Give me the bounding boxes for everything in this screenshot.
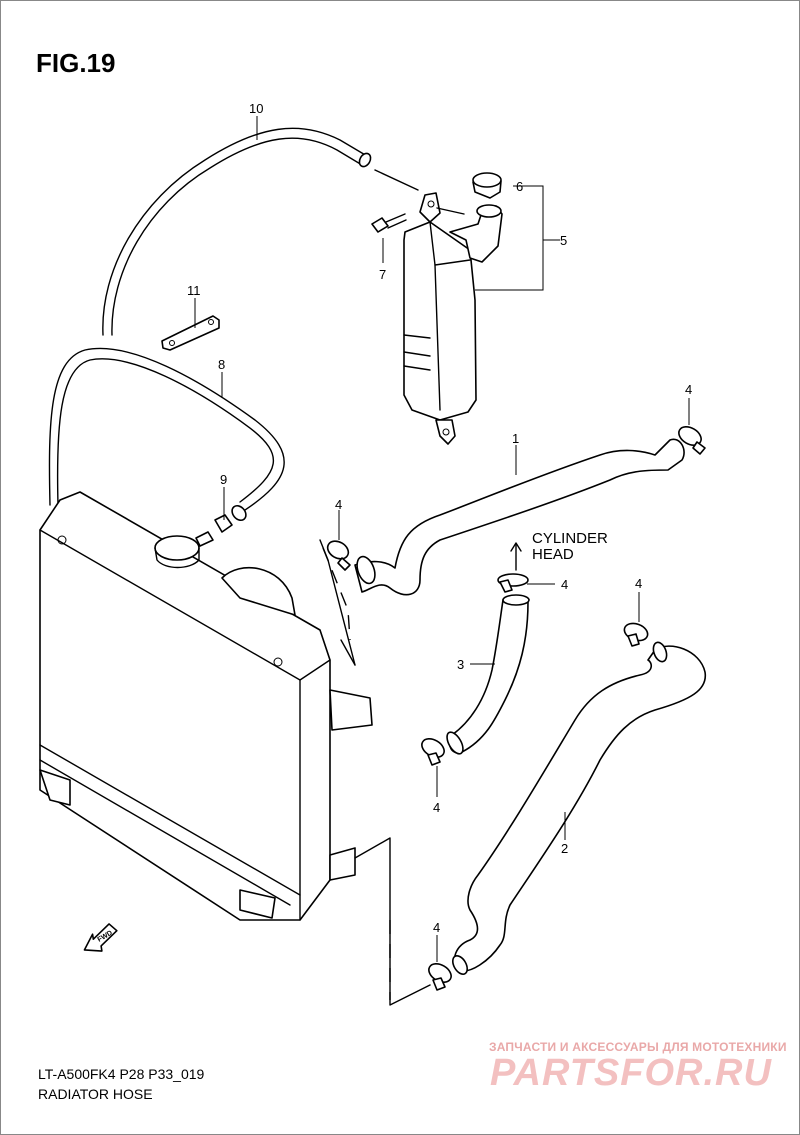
cylinder-head-label-line2: HEAD xyxy=(532,546,574,563)
figure-code: LT-A500FK4 P28 P33_019 xyxy=(38,1066,205,1082)
part-4-hose-clamp[interactable] xyxy=(676,423,706,455)
part-4-hose-clamp[interactable] xyxy=(622,620,650,647)
routing-lines xyxy=(319,169,465,1006)
callout-2: 2 xyxy=(561,841,568,856)
part-7-bolt[interactable] xyxy=(371,213,407,233)
callout-9: 9 xyxy=(220,472,227,487)
callout-4f: 4 xyxy=(433,920,440,935)
part-4-hose-clamp[interactable] xyxy=(426,960,455,991)
part-3-short-hose[interactable] xyxy=(444,594,530,756)
callout-5: 5 xyxy=(560,233,567,248)
figure-title: FIG.19 xyxy=(36,48,116,78)
watermark-tagline: ЗАПЧАСТИ И АКСЕССУАРЫ ДЛЯ МОТОТЕХНИКИ xyxy=(489,1040,787,1054)
figure-caption: RADIATOR HOSE xyxy=(38,1086,153,1102)
leader-lines xyxy=(194,116,690,962)
callout-4d: 4 xyxy=(635,576,642,591)
callout-8: 8 xyxy=(218,357,225,372)
part-9-clip[interactable] xyxy=(214,514,233,533)
cylinder-head-label-line1: CYLINDER xyxy=(532,530,608,547)
callout-11: 11 xyxy=(187,283,201,298)
callout-3: 3 xyxy=(457,657,464,672)
part-8-hose[interactable] xyxy=(48,347,285,523)
callout-4b: 4 xyxy=(335,497,342,512)
callout-1: 1 xyxy=(512,431,519,446)
callout-4a: 4 xyxy=(685,382,692,397)
part-4-hose-clamp[interactable] xyxy=(497,573,529,593)
part-2-lower-hose[interactable] xyxy=(450,641,707,977)
callout-10: 10 xyxy=(249,101,263,116)
part-4-hose-clamp[interactable] xyxy=(324,538,351,571)
part-4-hose-clamp[interactable] xyxy=(419,735,448,766)
part-11-clamp-strip[interactable] xyxy=(161,315,220,351)
callout-6: 6 xyxy=(516,179,523,194)
callout-7: 7 xyxy=(379,267,386,282)
part-1-upper-hose[interactable] xyxy=(354,438,685,596)
watermark-logo: PARTSFOR.RU xyxy=(490,1052,772,1094)
callout-labels: 10 6 5 7 11 8 4 1 9 4 4 3 4 4 2 4 xyxy=(187,101,692,935)
part-5-reservoir-tank[interactable] xyxy=(403,192,503,445)
part-10-overflow-hose[interactable] xyxy=(102,127,373,336)
radiator xyxy=(39,491,373,921)
fwd-arrow-icon: FWD xyxy=(83,923,118,952)
callout-4e: 4 xyxy=(433,800,440,815)
callout-4c: 4 xyxy=(561,577,568,592)
part-6-reservoir-cap[interactable] xyxy=(472,172,502,199)
